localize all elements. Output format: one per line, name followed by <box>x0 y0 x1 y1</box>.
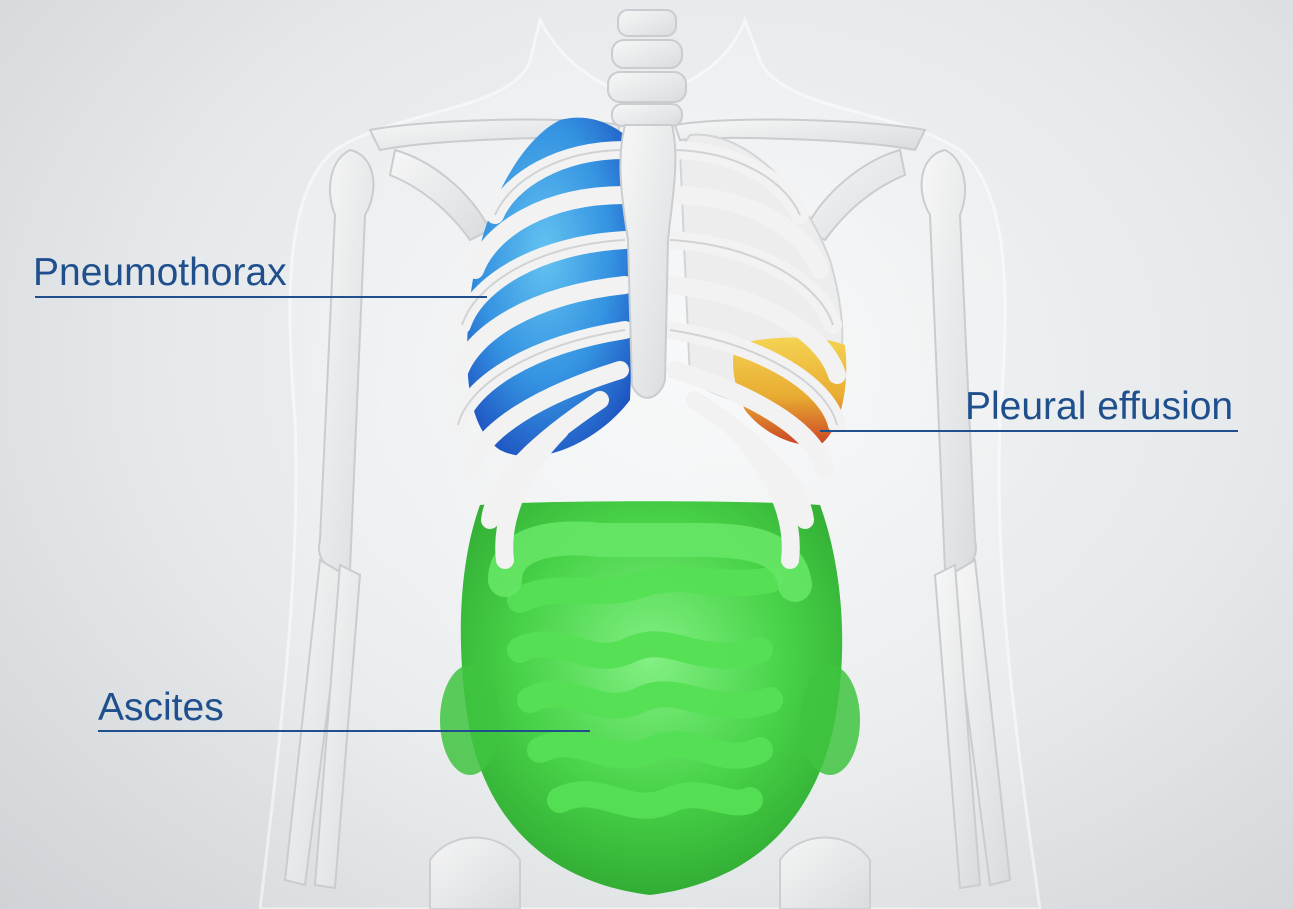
hip-bulge-left <box>440 665 500 775</box>
neck-vertebrae <box>608 10 686 126</box>
ascites-label: Ascites <box>98 688 224 727</box>
hip-bulge-right <box>800 665 860 775</box>
pneumothorax-label: Pneumothorax <box>33 253 287 292</box>
pleural-effusion-label: Pleural effusion <box>965 387 1233 426</box>
